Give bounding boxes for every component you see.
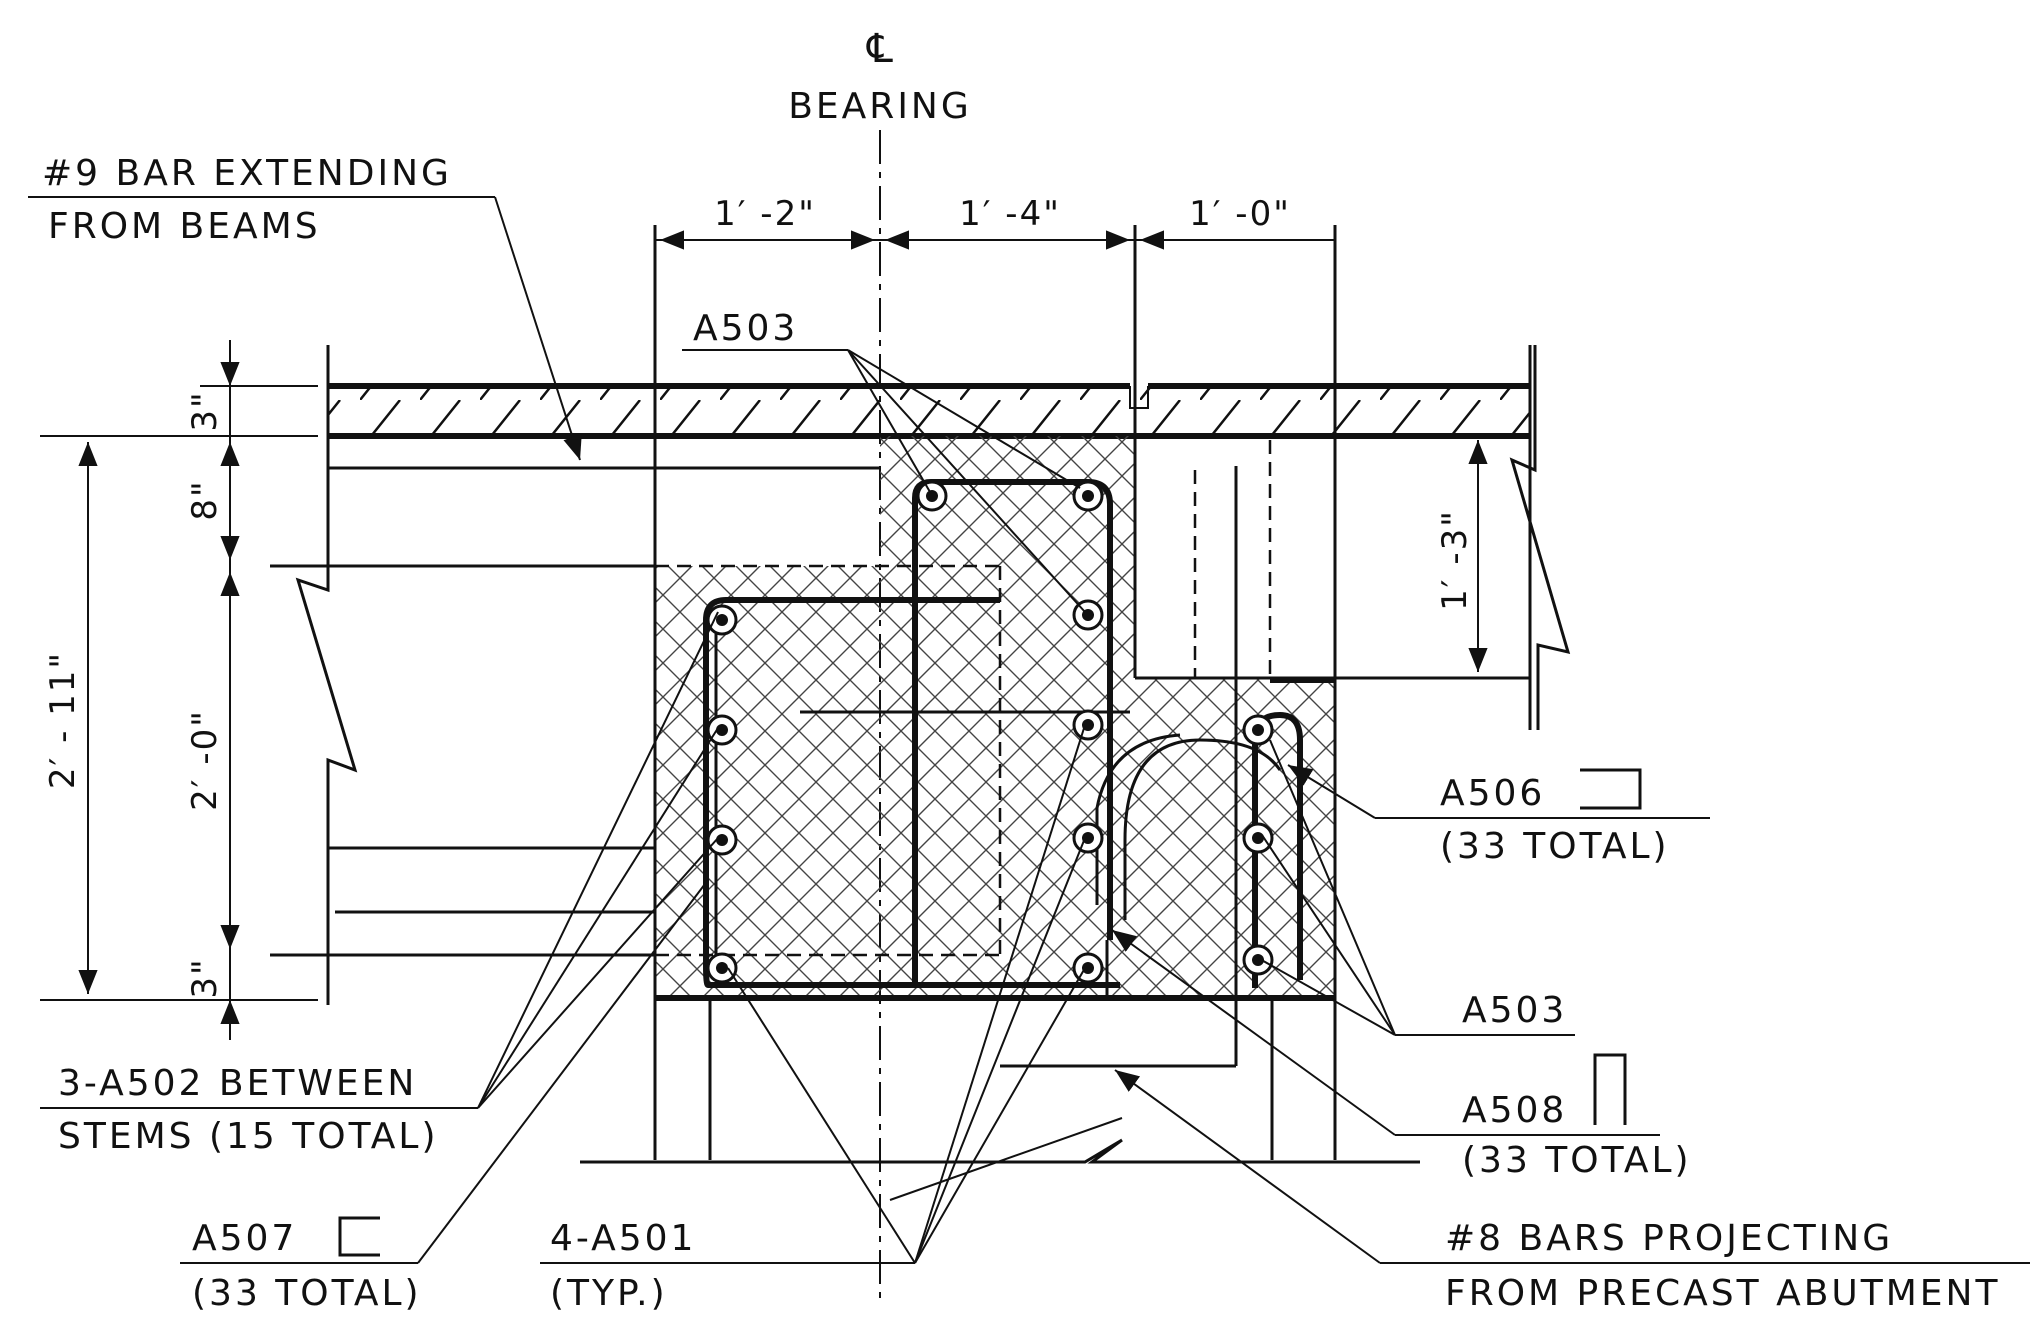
rebar-dot-core xyxy=(716,962,728,974)
callout-a503-right: A503 xyxy=(1462,990,1567,1031)
dim-2-11: 2′ - 11" xyxy=(43,651,83,789)
callout-a502-line2: STEMS (15 TOTAL) xyxy=(58,1116,439,1157)
callout-a503-top: A503 xyxy=(693,308,798,349)
rebar-dot-core xyxy=(926,490,938,502)
dim-top-mid: 1′ -4" xyxy=(959,194,1061,234)
callout-a506: A506 xyxy=(1440,773,1545,814)
callout-a506-total: (33 TOTAL) xyxy=(1440,826,1670,867)
dim-1-3: 1′ -3" xyxy=(1435,509,1475,611)
callout-a501: 4-A501 xyxy=(550,1218,696,1259)
concrete-diaphragm xyxy=(655,436,1335,998)
rebar-dot-core xyxy=(1082,962,1094,974)
dim-3-top: 3" xyxy=(185,390,225,431)
rebar-dot-core xyxy=(1252,724,1264,736)
dim-3-bot: 3" xyxy=(185,957,225,998)
dim-8: 8" xyxy=(185,479,225,520)
dim-top-left: 1′ -2" xyxy=(714,194,816,234)
centerline-label: BEARING xyxy=(788,86,972,127)
callout-a501-typ: (TYP.) xyxy=(550,1273,668,1313)
rebar-dot-core xyxy=(716,834,728,846)
callout-bar9-line1: #9 BAR EXTENDING xyxy=(42,153,452,194)
rebar-dot-core xyxy=(1252,832,1264,844)
centerline-symbol: ℄ xyxy=(866,26,893,72)
callout-bar9-line2: FROM BEAMS xyxy=(48,206,321,247)
stirrup-a503 xyxy=(912,479,1113,985)
callout-bar8-line2: FROM PRECAST ABUTMENT xyxy=(1445,1273,2000,1313)
rebar-dot-core xyxy=(1082,490,1094,502)
callout-bar8-line1: #8 BARS PROJECTING xyxy=(1445,1218,1893,1259)
callout-a502-line1: 3-A502 BETWEEN xyxy=(58,1063,417,1104)
callout-a508: A508 xyxy=(1462,1090,1567,1131)
stirrup-a507 xyxy=(703,597,1120,988)
callout-a507-total: (33 TOTAL) xyxy=(192,1273,422,1313)
rebar-dot-core xyxy=(1082,832,1094,844)
dim-top-right: 1′ -0" xyxy=(1189,194,1291,234)
rebar-dots xyxy=(706,480,1274,984)
callout-a507: A507 xyxy=(192,1218,297,1259)
rebar-dot-core xyxy=(1252,954,1264,966)
dim-2-0: 2′ -0" xyxy=(185,709,225,811)
deck-slab xyxy=(328,386,1530,436)
stirrup-a508 xyxy=(1123,738,1282,920)
rebar-dot-core xyxy=(716,614,728,626)
callout-a508-total: (33 TOTAL) xyxy=(1462,1140,1692,1181)
rebar-dot-core xyxy=(716,724,728,736)
